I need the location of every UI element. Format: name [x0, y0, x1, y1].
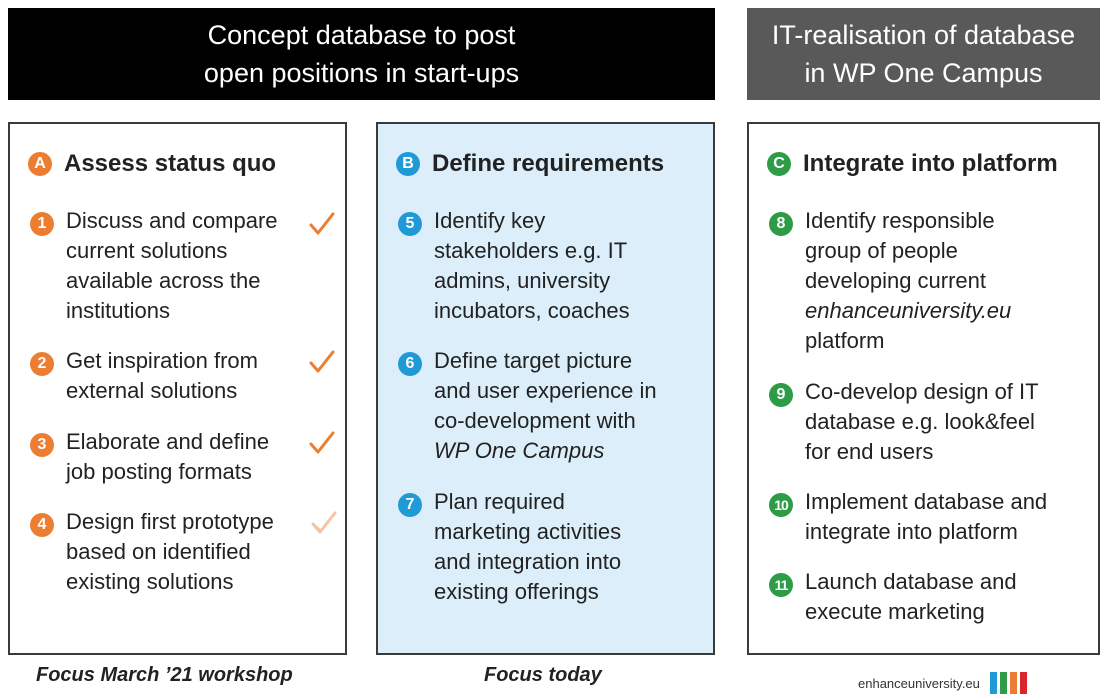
column-define-requirements: B Define requirements 5 Identify key sta…	[376, 122, 715, 655]
badge-b-icon: B	[396, 152, 420, 176]
step-line: and integration into	[434, 549, 622, 574]
checkmark-icon	[309, 431, 335, 454]
step-number-icon: 7	[398, 493, 422, 517]
step-line: co-development with	[434, 408, 636, 433]
step-line: group of people	[805, 238, 958, 263]
step-line: existing solutions	[66, 569, 234, 594]
column-title-a: Assess status quo	[64, 150, 277, 177]
step-line: for end users	[805, 439, 934, 464]
checkmark-icon	[309, 212, 335, 235]
step-text: Identify responsible group of people dev…	[805, 206, 1011, 356]
step-1: 1 Discuss and compare current solutions …	[30, 206, 278, 326]
step-text: Implement database and integrate into pl…	[805, 487, 1047, 547]
partial-checkmark-icon	[311, 511, 337, 534]
step-2: 2 Get inspiration from external solution…	[30, 346, 258, 406]
step-5: 5 Identify key stakeholders e.g. IT admi…	[398, 206, 630, 326]
step-text: Launch database and execute marketing	[805, 567, 1017, 627]
step-line: Elaborate and define	[66, 429, 270, 454]
logo-text: enhanceuniversity.eu	[858, 675, 980, 691]
badge-a-icon: A	[28, 152, 52, 176]
step-number-icon: 3	[30, 433, 54, 457]
column-title-b: Define requirements	[432, 150, 665, 177]
step-line-italic: WP One Campus	[434, 438, 605, 463]
step-7: 7 Plan required marketing activities and…	[398, 487, 621, 607]
step-line: admins, university	[434, 268, 611, 293]
logo-bar-blue	[989, 672, 997, 694]
concept-banner-line-2: open positions in start-ups	[203, 58, 520, 88]
step-line: integrate into platform	[805, 519, 1018, 544]
step-text: Design first prototype based on identifi…	[66, 507, 274, 597]
step-text: Get inspiration from external solutions	[66, 346, 258, 406]
step-number-icon: 1	[30, 212, 54, 236]
logo-bar-green	[999, 672, 1007, 694]
step-text: Discuss and compare current solutions av…	[66, 206, 278, 326]
focus-label-today: Focus today	[484, 664, 602, 686]
step-text: Identify key stakeholders e.g. IT admins…	[434, 206, 630, 326]
logo-bar-orange	[1009, 672, 1017, 694]
step-line: available across the	[66, 268, 261, 293]
logo-bars-icon	[989, 672, 1027, 694]
step-number-icon: 5	[398, 212, 422, 236]
concept-banner: Concept database to post open positions …	[8, 8, 715, 100]
step-line: stakeholders e.g. IT	[434, 238, 628, 263]
step-line-italic: enhanceuniversity.eu	[805, 298, 1012, 323]
step-line: developing current	[805, 268, 987, 293]
it-realisation-banner: IT-realisation of database in WP One Cam…	[747, 8, 1100, 100]
step-line: existing offerings	[434, 579, 599, 604]
column-integrate-into-platform: C Integrate into platform 8 Identify res…	[747, 122, 1100, 655]
step-line: Identify key	[434, 208, 546, 233]
step-line: incubators, coaches	[434, 298, 630, 323]
step-11: 11 Launch database and execute marketing	[769, 567, 1017, 627]
step-6: 6 Define target picture and user experie…	[398, 346, 657, 466]
step-text: Co-develop design of IT database e.g. lo…	[805, 377, 1039, 467]
step-8: 8 Identify responsible group of people d…	[769, 206, 1011, 356]
step-line: Identify responsible	[805, 208, 995, 233]
concept-banner-line-1: Concept database to post	[207, 20, 516, 50]
step-line: Discuss and compare	[66, 208, 278, 233]
step-line: institutions	[66, 298, 170, 323]
step-number-icon: 6	[398, 352, 422, 376]
column-header-a: A Assess status quo	[28, 150, 276, 178]
column-header-b: B Define requirements	[396, 150, 664, 178]
step-line: based on identified	[66, 539, 251, 564]
step-line: Co-develop design of IT	[805, 379, 1039, 404]
step-text: Elaborate and define job posting formats	[66, 427, 269, 487]
checkmark-icon	[309, 350, 335, 373]
step-line: marketing activities	[434, 519, 622, 544]
step-line: database e.g. look&feel	[805, 409, 1035, 434]
focus-label-workshop: Focus March ’21 workshop	[36, 664, 293, 686]
step-number-icon: 8	[769, 212, 793, 236]
step-line: Implement database and	[805, 489, 1048, 514]
step-number-icon: 2	[30, 352, 54, 376]
step-line: execute marketing	[805, 599, 985, 624]
logo-bar-red	[1019, 672, 1027, 694]
it-banner-line-2: in WP One Campus	[804, 58, 1043, 88]
step-line: and user experience in	[434, 378, 657, 403]
it-banner-line-1: IT-realisation of database	[771, 20, 1076, 50]
step-number-icon: 10	[769, 493, 793, 517]
step-4: 4 Design first prototype based on identi…	[30, 507, 274, 597]
step-text: Plan required marketing activities and i…	[434, 487, 621, 607]
step-text: Define target picture and user experienc…	[434, 346, 657, 466]
step-3: 3 Elaborate and define job posting forma…	[30, 427, 269, 487]
column-assess-status-quo: A Assess status quo 1 Discuss and compar…	[8, 122, 347, 655]
badge-c-icon: C	[767, 152, 791, 176]
step-9: 9 Co-develop design of IT database e.g. …	[769, 377, 1039, 467]
step-line: external solutions	[66, 378, 238, 403]
step-number-icon: 11	[769, 573, 793, 597]
step-line: platform	[805, 328, 885, 353]
step-line: Plan required	[434, 489, 565, 514]
step-line: Define target picture	[434, 348, 633, 373]
column-header-c: C Integrate into platform	[767, 150, 1058, 178]
column-title-c: Integrate into platform	[803, 150, 1058, 177]
step-number-icon: 9	[769, 383, 793, 407]
step-line: Get inspiration from	[66, 348, 258, 373]
step-line: job posting formats	[66, 459, 252, 484]
step-line: Launch database and	[805, 569, 1017, 594]
step-number-icon: 4	[30, 513, 54, 537]
step-10: 10 Implement database and integrate into…	[769, 487, 1047, 547]
step-line: Design first prototype	[66, 509, 274, 534]
enhanceuniversity-logo: enhanceuniversity.eu	[858, 672, 1027, 694]
step-line: current solutions	[66, 238, 228, 263]
